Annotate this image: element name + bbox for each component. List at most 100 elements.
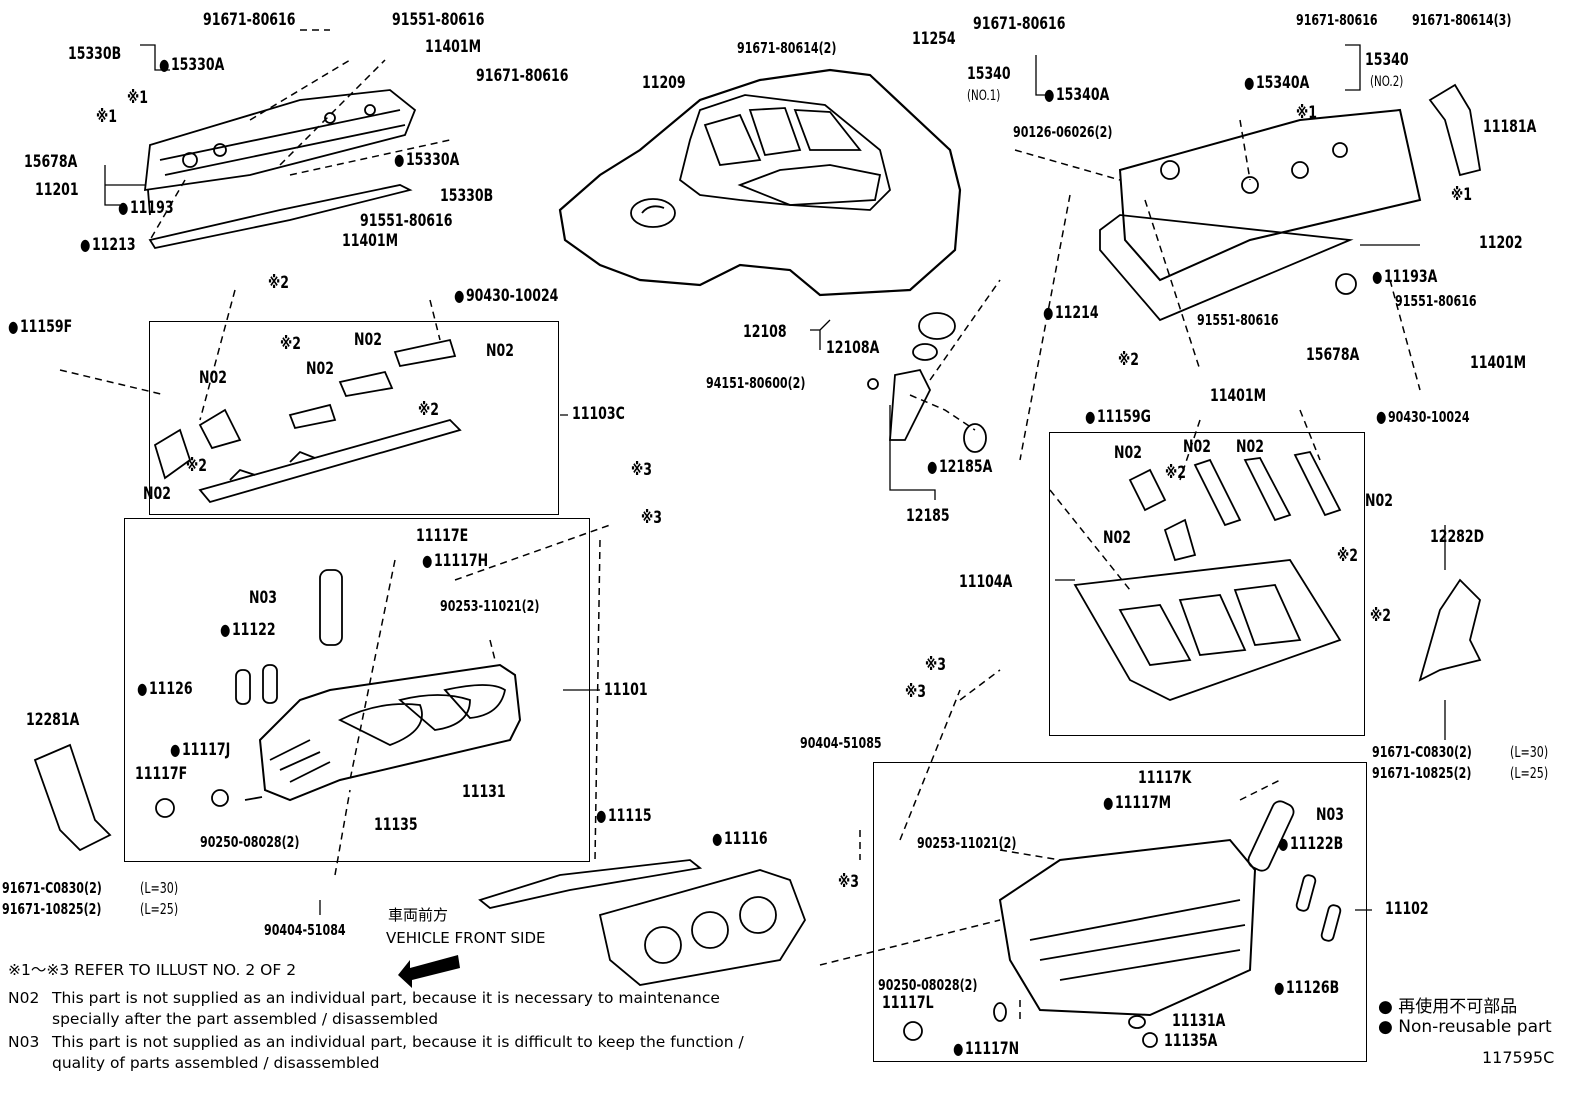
part-label: 91551-80616 xyxy=(392,10,485,30)
note-n03-line1: This part is not supplied as an individu… xyxy=(52,1033,744,1051)
part-label-nonreusable: 11126 xyxy=(137,679,193,699)
bracket-12281a xyxy=(33,743,112,852)
part-label-nonreusable: 11159G xyxy=(1085,407,1151,427)
part-label-nonreusable: 11126B xyxy=(1274,978,1339,998)
part-label: 12281A xyxy=(26,710,80,730)
bracket-11181a xyxy=(1428,83,1482,177)
part-label: 11202 xyxy=(1479,233,1523,253)
part-label: N02 xyxy=(1114,443,1142,463)
part-label-nonreusable: 15330A xyxy=(159,55,224,75)
part-label-nonreusable: 11213 xyxy=(80,235,136,255)
group-box-11101 xyxy=(124,518,590,862)
part-label-nonreusable: 11122 xyxy=(220,620,276,640)
part-label-nonreusable: 15340A xyxy=(1244,73,1309,93)
gasket-11213 xyxy=(148,184,413,250)
bearing-cap-11104a xyxy=(1073,450,1342,701)
part-label: ※1 xyxy=(1296,103,1317,123)
part-label: ※2 xyxy=(280,334,301,354)
part-label: 12108 xyxy=(743,322,787,342)
part-label: 90250-08028(2) xyxy=(878,976,978,994)
part-label: 90404-51084 xyxy=(264,921,346,939)
part-label-nonreusable: 11117H xyxy=(422,551,488,571)
solid-leaders xyxy=(104,44,1446,915)
part-label: 11102 xyxy=(1385,899,1429,919)
legend-jp-text: 再使用不可部品 xyxy=(1398,997,1518,1017)
part-label-nonreusable: 11117J xyxy=(170,740,230,760)
part-label: 15330B xyxy=(440,186,494,206)
part-label: 15678A xyxy=(1306,345,1360,365)
part-label: 11117F xyxy=(135,764,188,784)
part-label: 91671-80616 xyxy=(1296,11,1378,29)
note-n03-line2: quality of parts assembled / disassemble… xyxy=(52,1054,380,1072)
part-label: ※2 xyxy=(418,400,439,420)
part-label-nonreusable: 90430-10024 xyxy=(454,286,558,306)
note-n02-code: N02 xyxy=(8,989,40,1007)
part-label: N02 xyxy=(1103,528,1131,548)
part-label: 91671-80614(3) xyxy=(1412,11,1512,29)
part-label: ※2 xyxy=(1165,463,1186,483)
front-direction-en: VEHICLE FRONT SIDE xyxy=(386,929,546,947)
group-box-11102 xyxy=(873,762,1367,1062)
part-label: ※1 xyxy=(96,107,117,127)
part-label: 11117E xyxy=(416,526,469,546)
cam-housing-left xyxy=(143,89,417,216)
bearing-cap-11103c xyxy=(153,338,462,504)
part-label: ※1 xyxy=(1451,185,1472,205)
part-label-nonreusable: 11117N xyxy=(953,1039,1019,1059)
bracket-12282d xyxy=(1418,578,1482,682)
group-box-11104a xyxy=(1049,432,1365,736)
part-label-length: (L=25) xyxy=(140,900,179,918)
part-label-nonreusable: 11193 xyxy=(118,198,174,218)
part-label: ※2 xyxy=(1118,350,1139,370)
part-label: ※1 xyxy=(127,88,148,108)
part-label: ※2 xyxy=(1337,546,1358,566)
part-label-nonreusable: 11122B xyxy=(1278,834,1343,854)
part-label: N02 xyxy=(143,484,171,504)
part-label: (NO.1) xyxy=(967,88,1001,104)
cylinder-head-right xyxy=(903,800,1342,1048)
part-label: 91671-80616 xyxy=(203,10,296,30)
part-label: 91671-80614(2) xyxy=(737,39,837,57)
part-label: 91671-10825(2) xyxy=(2,900,102,918)
part-label-nonreusable: 11116 xyxy=(712,829,768,849)
part-label: 15330B xyxy=(68,44,122,64)
part-label: N02 xyxy=(306,359,334,379)
part-label: 90250-08028(2) xyxy=(200,833,300,851)
part-label: ※2 xyxy=(268,273,289,293)
part-label: 11131A xyxy=(1172,1011,1226,1031)
part-label: 12282D xyxy=(1430,527,1485,547)
legend-en: ● Non-reusable part xyxy=(1378,1017,1552,1037)
part-label: N02 xyxy=(1365,491,1393,511)
part-label-length: (L=30) xyxy=(140,879,179,897)
gasket-11115 xyxy=(478,859,703,909)
part-label-nonreusable: 11159F xyxy=(8,317,72,337)
head-gasket-11116 xyxy=(598,869,806,986)
part-label: N02 xyxy=(354,330,382,350)
part-label: 11401M xyxy=(1210,386,1267,406)
part-label: 11103C xyxy=(572,404,625,424)
part-label: 12185 xyxy=(906,506,950,526)
part-label-nonreusable: 11115 xyxy=(596,806,652,826)
part-label: 11135 xyxy=(374,815,418,835)
part-label: 91671-80616 xyxy=(476,66,569,86)
cam-housing-right xyxy=(1099,108,1422,322)
part-label: N02 xyxy=(199,368,227,388)
part-label: ※3 xyxy=(905,682,926,702)
note-n02-line2: specially after the part assembled / dis… xyxy=(52,1010,439,1028)
part-label: 91671-10825(2) xyxy=(1372,764,1472,782)
part-label: ※2 xyxy=(186,456,207,476)
part-label: 90404-51085 xyxy=(800,734,882,752)
part-label: 12108A xyxy=(826,338,880,358)
part-label: 91551-80616 xyxy=(1197,311,1279,329)
part-label-length: (L=25) xyxy=(1510,764,1549,782)
part-label: 15678A xyxy=(24,152,78,172)
part-label: N03 xyxy=(249,588,277,608)
part-label: 91671-C0830(2) xyxy=(2,879,102,897)
illustration-id: 117595C xyxy=(1482,1048,1555,1067)
part-label: 11401M xyxy=(342,231,399,251)
part-label: 11254 xyxy=(912,29,956,49)
group-box-11103c xyxy=(149,321,559,515)
part-label: 91671-80616 xyxy=(973,14,1066,34)
part-label: ※2 xyxy=(1370,606,1391,626)
